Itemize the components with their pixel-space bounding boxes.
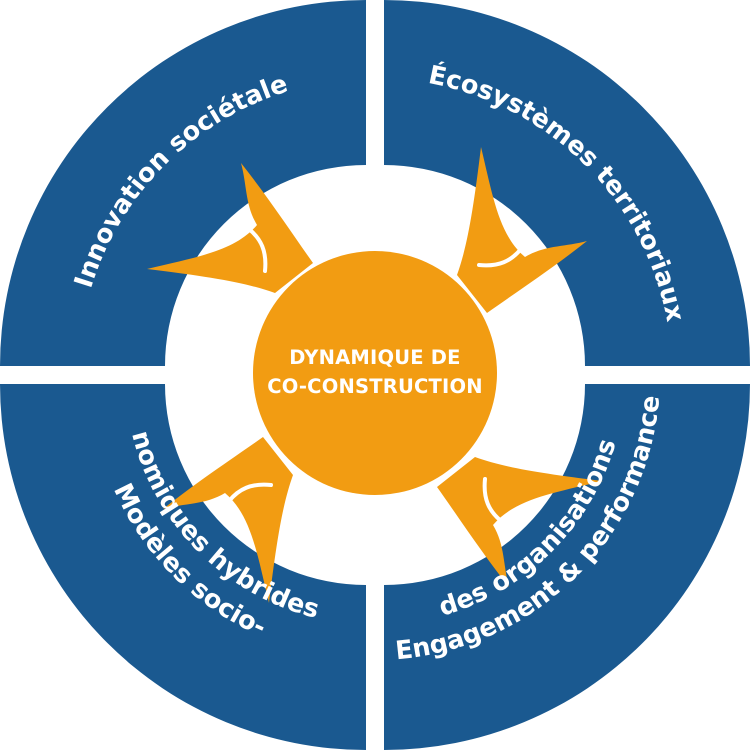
swirl-arm-bottom-right: [437, 457, 603, 587]
center-title-line-2: CO-CONSTRUCTION: [267, 375, 483, 398]
center-title-line-1: DYNAMIQUE DE: [289, 346, 460, 369]
swirl-arm-top-left: [147, 163, 313, 293]
quadrant-top-right: [384, 0, 750, 366]
quadrant-bottom-left: [0, 384, 366, 750]
swirl-arm-bottom-left: [163, 437, 293, 603]
swirl-arm-top-right: [457, 147, 587, 313]
swirl-arms: [147, 147, 603, 603]
core-circle: [253, 251, 497, 495]
quadrant-bottom-right: [384, 384, 750, 750]
quadrant-top-left: [0, 0, 366, 366]
